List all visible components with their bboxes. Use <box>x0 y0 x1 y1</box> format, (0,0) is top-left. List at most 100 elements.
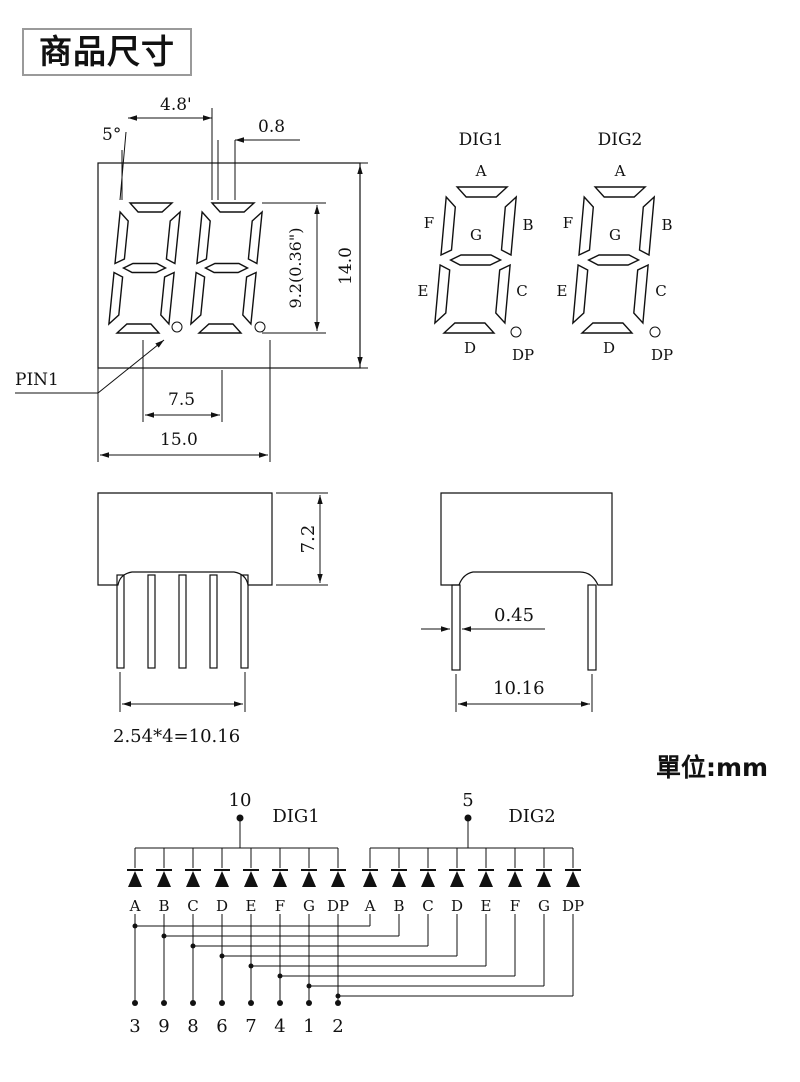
dig1-segment-label-2: C <box>187 897 198 915</box>
page-title: 商品尺寸 <box>22 28 192 76</box>
side-pin-3 <box>178 574 187 669</box>
circuit-dig1-pin: 10 <box>229 790 252 811</box>
dig2-segment-label-0: A <box>364 897 376 915</box>
end-view: 0.45 10.16 <box>421 492 613 712</box>
map-digit-2-segment-b <box>638 195 656 257</box>
map-digit-2-segment-a <box>593 186 647 198</box>
dig1-common-pin <box>236 814 244 822</box>
pitch-label: 4.8' <box>160 95 192 115</box>
map-dp-dot-2 <box>649 326 661 338</box>
dig1-segment-label-3: D <box>216 897 228 915</box>
map-digit-1-segment-d <box>442 322 496 334</box>
front-digit-1-segment-a <box>128 202 174 213</box>
end-pin-left <box>451 584 461 671</box>
angle-label: 5° <box>102 125 121 145</box>
front-digit-2-segment-e <box>190 271 206 326</box>
map2-seg-b: B <box>661 216 672 234</box>
pin-span-label: 2.54*4=10.16 <box>113 726 240 747</box>
side-pin-5 <box>240 574 249 669</box>
map1-seg-g: G <box>470 226 482 244</box>
row-spacing-label: 10.16 <box>493 678 545 699</box>
pin-number-0: 3 <box>129 1016 140 1037</box>
dig2-diode-1 <box>392 871 406 887</box>
map1-seg-e: E <box>418 282 429 300</box>
side-pin-4 <box>209 574 218 669</box>
dig1-diode-3 <box>215 871 229 887</box>
front-digit-1-segment-g <box>121 262 168 274</box>
map-dp-dot-1 <box>510 326 522 338</box>
map-digit-1-segment-c <box>495 263 511 325</box>
map-digit-2-segment-d <box>580 322 634 334</box>
side-body-outline <box>97 492 273 586</box>
dig1-segment-label-5: F <box>275 897 285 915</box>
map1-seg-a: A <box>475 162 487 180</box>
map-dig1-label: DIG1 <box>459 130 504 150</box>
pin-number-6: 1 <box>303 1016 314 1037</box>
circuit-dig2-pin: 5 <box>462 790 473 811</box>
dig2-segment-label-7: DP <box>562 897 584 915</box>
end-pin-right <box>587 584 597 671</box>
dig2-diode-6 <box>537 871 551 887</box>
map2-seg-d: D <box>603 339 615 357</box>
dig1-segment-label-1: B <box>158 897 169 915</box>
dig1-diode-1 <box>157 871 171 887</box>
map-digit-2-segment-c <box>633 263 649 325</box>
dig2-segment-label-6: G <box>538 897 550 915</box>
map-digit-2-segment-e <box>572 263 589 325</box>
map2-seg-a: A <box>614 162 626 180</box>
front-digit-2-segment-f <box>196 210 211 265</box>
dig2-segment-label-2: C <box>422 897 433 915</box>
pin-dot-4 <box>248 1000 254 1006</box>
map1-seg-dp: DP <box>512 346 534 364</box>
pin-number-5: 4 <box>274 1016 285 1037</box>
map-digit-2-segment-f <box>578 195 595 257</box>
dig1-segment-label-4: E <box>246 897 257 915</box>
pin-dot-0 <box>132 1000 138 1006</box>
map-digit-1-segment-a <box>455 186 509 198</box>
digit-height-label: 9.2(0.36") <box>286 228 305 309</box>
depth-label: 7.2 <box>298 525 319 554</box>
body-height-label: 14.0 <box>336 247 356 285</box>
pin-dot-1 <box>161 1000 167 1006</box>
side-pins <box>116 574 249 669</box>
front-digit-1-segment-d <box>115 323 161 334</box>
dig2-common-pin <box>464 814 472 822</box>
pin-dot-2 <box>190 1000 196 1006</box>
front-digit-2-segment-b <box>247 210 263 265</box>
dig2-diode-7 <box>566 871 580 887</box>
dig2-diode-2 <box>421 871 435 887</box>
map-dig2-label: DIG2 <box>598 130 643 150</box>
dig2-diode-5 <box>508 871 522 887</box>
pin-dot-5 <box>277 1000 283 1006</box>
side-pin-2 <box>147 574 156 669</box>
map1-seg-b: B <box>522 216 533 234</box>
front-digit-1-segment-b <box>165 210 181 265</box>
pin-number-3: 6 <box>216 1016 227 1037</box>
front-digit-1-segment-e <box>108 271 124 326</box>
circuit-dig1-label: DIG1 <box>272 806 319 827</box>
front-digit-1-segment-f <box>114 210 129 265</box>
pin1-label: PIN1 <box>15 370 59 390</box>
dig1-segment-label-7: DP <box>327 897 349 915</box>
map1-seg-f: F <box>424 214 434 232</box>
body-width-label: 15.0 <box>160 430 198 450</box>
map2-seg-e: E <box>557 282 568 300</box>
pin-number-4: 7 <box>245 1016 256 1037</box>
dig2-segment-label-4: E <box>481 897 492 915</box>
pin-number-1: 9 <box>158 1016 169 1037</box>
pin-row-label: 7.5 <box>168 390 195 410</box>
front-digit-2-segment-g <box>203 262 250 274</box>
map1-seg-c: C <box>516 282 527 300</box>
dig1-segment-label-0: A <box>129 897 141 915</box>
circuit-dig2-label: DIG2 <box>508 806 555 827</box>
dig2-diode-3 <box>450 871 464 887</box>
segment-map-digits <box>434 186 656 334</box>
pin-dia-label: 0.45 <box>494 605 534 626</box>
map-digit-1-segment-b <box>500 195 518 257</box>
pin-dot-3 <box>219 1000 225 1006</box>
dig1-diode-0 <box>128 871 142 887</box>
front-digits <box>108 202 263 334</box>
